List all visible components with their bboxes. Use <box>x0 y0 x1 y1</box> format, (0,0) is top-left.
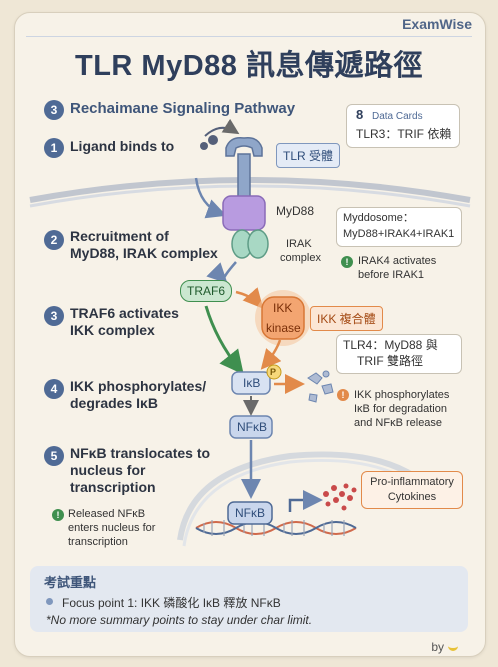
data-cards-box <box>346 104 460 148</box>
step-5-number: 5 <box>44 446 64 466</box>
ikk-kinase-icon <box>261 296 305 340</box>
ikk-label-line1: IKK <box>273 301 293 315</box>
step-4-line2: degrades IκB <box>70 395 158 411</box>
summary-extra: *No more summary points to stay under ch… <box>46 613 313 627</box>
traf6-node: TRAF6 <box>180 280 232 302</box>
summary-point: Focus point 1: IKK 磷酸化 IκB 釋放 NFκB <box>62 596 281 610</box>
nfkb-nucleus-icon <box>227 501 273 525</box>
tlr-receptor-tag: TLR 受體 <box>276 143 341 168</box>
step-4-number: 4 <box>44 379 64 399</box>
tlr4-line2: TRIF 雙路徑 <box>357 354 423 368</box>
ikk-note-line3: and NFκB release <box>354 417 443 429</box>
data-cards-label: Data Cards <box>372 111 423 122</box>
green-alert-icon: ! <box>341 256 353 268</box>
ikb-label: IκB <box>243 376 261 390</box>
irak-note-line2: before IRAK1 <box>358 269 425 281</box>
summary-panel <box>30 566 468 632</box>
header-divider <box>26 36 472 37</box>
brand-logo: ExamWise <box>402 16 472 32</box>
irak-label-line1: IRAK <box>286 238 312 250</box>
cytokines-box <box>361 471 463 509</box>
step-1-number: 1 <box>44 138 64 158</box>
phosphate-label: P <box>270 367 277 377</box>
nfkb-cytoplasm-label: NFκB <box>237 420 267 434</box>
ikk-complex-tag: IKK 複合體 <box>310 306 383 331</box>
banana-icon <box>448 642 458 651</box>
nfkb-note-line3: transcription <box>68 536 128 548</box>
nfkb-cytoplasm-icon <box>229 415 273 439</box>
step-3-line2: IKK complex <box>70 322 155 338</box>
nfkb-note-line2: enters nucleus for <box>68 522 156 534</box>
step-2-number: 2 <box>44 230 64 250</box>
irak-label-line2: complex <box>280 252 321 264</box>
step-5-line1: NFκB translocates to <box>70 445 211 461</box>
page-title: TLR MyD88 訊息傳遞路徑 <box>75 50 423 82</box>
green-alert-icon-2: ! <box>52 509 64 521</box>
tlr4-line1: TLR4：MyD88 與 <box>343 338 438 352</box>
step-5-line3: transcription <box>70 479 156 495</box>
step-3-line1: TRAF6 activates <box>70 305 179 321</box>
tlr4-box <box>336 334 462 374</box>
ikk-note-line1: IKK phosphorylates <box>354 389 450 401</box>
irak-note-line1: IRAK4 activates <box>358 255 437 267</box>
myddosome-line2: MyD88+IRAK4+IRAK1 <box>343 228 455 240</box>
ikk-note-line2: IκB for degradation <box>354 403 447 415</box>
subtitle-number: 3 <box>44 100 64 120</box>
ikb-icon <box>231 371 271 395</box>
step-1-text: Ligand binds to <box>70 138 175 154</box>
step-2-line1: Recruitment of <box>70 228 169 244</box>
subtitle: Rechaimane Signaling Pathway <box>70 100 296 117</box>
cytokines-line1: Pro-inflammatory <box>370 476 454 488</box>
nfkb-note-line1: Released NFκB <box>68 508 146 520</box>
data-cards-line: TLR3：TRIF 依賴 <box>356 127 452 141</box>
dna-helix-icon <box>195 520 357 536</box>
ikk-label-line2: kinase <box>266 321 301 335</box>
step-2-line2: MyD88, IRAK complex <box>70 245 218 261</box>
byline-text: by <box>431 640 444 654</box>
myddosome-line1: Myddosome： <box>343 212 414 224</box>
tlr-receptor-icon <box>225 136 263 199</box>
degraded-ikb-fragments-icon <box>307 370 334 403</box>
phosphate-icon <box>266 364 282 380</box>
nfkb-nucleus-label: NFκB <box>235 506 265 520</box>
byline: by <box>431 640 458 654</box>
myd88-icon <box>222 195 266 231</box>
cytokine-dots-icon <box>323 483 357 511</box>
summary-bullet <box>46 598 53 605</box>
ligand-icon <box>208 135 218 145</box>
cytokines-line2: Cytokines <box>387 491 437 503</box>
orange-alert-icon: ! <box>337 389 349 401</box>
myddosome-box <box>336 207 462 247</box>
step-5-line2: nucleus for <box>70 462 146 478</box>
step-4-line1: IKK phosphorylates/ <box>70 378 207 394</box>
summary-title: 考試重點 <box>44 575 97 590</box>
data-cards-count: 8 <box>356 107 364 122</box>
myd88-label: MyD88 <box>276 204 315 218</box>
step-3-number: 3 <box>44 306 64 326</box>
irak-complex-icon <box>231 229 269 259</box>
